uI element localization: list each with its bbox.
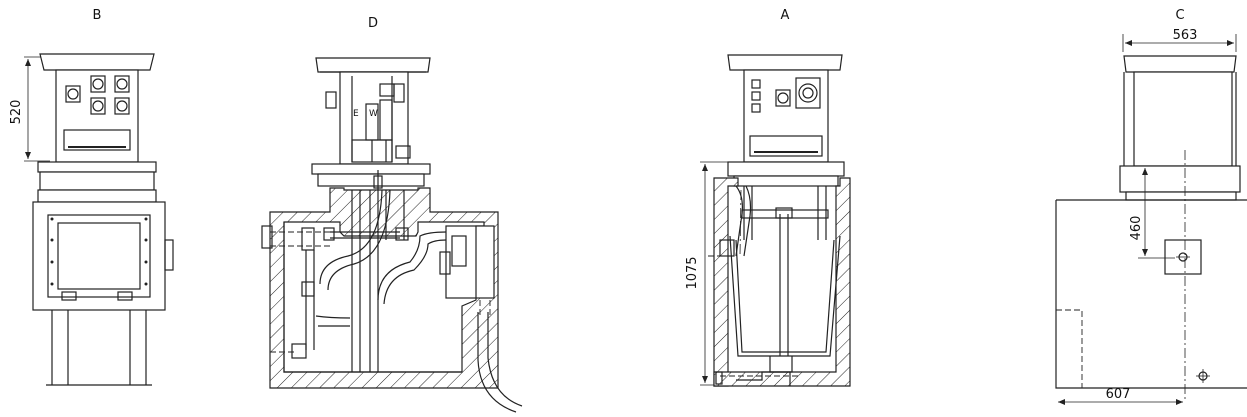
meter-flap <box>63 129 131 151</box>
view-b: B 520 <box>9 8 174 386</box>
socket-cabinet <box>55 69 139 163</box>
lid-bolts <box>50 217 148 286</box>
ground-marker <box>1196 369 1210 383</box>
view-a-label: A <box>781 8 790 23</box>
pedestal-roof <box>39 53 155 71</box>
dimension-563: 563 <box>1122 28 1237 52</box>
dimension-520: 520 <box>9 56 50 162</box>
pedestal-roof <box>727 54 843 71</box>
chamber-lid <box>47 214 151 298</box>
chamber-wall-left <box>713 177 739 387</box>
meter-flap <box>749 135 823 157</box>
view-b-label: B <box>93 8 102 23</box>
dimension-460: 460 <box>1129 168 1175 259</box>
dimension-607-label: 607 <box>1106 387 1131 402</box>
cabinet-base <box>37 161 157 173</box>
chamber-wall-right <box>713 177 851 387</box>
dimension-607: 607 <box>1058 387 1183 405</box>
view-c: C 563 460 <box>1055 8 1247 405</box>
dimension-1075-label: 1075 <box>685 256 700 289</box>
cabinet-side <box>1133 71 1233 167</box>
inner-tank <box>729 186 841 386</box>
dimension-460-label: 460 <box>1129 216 1144 241</box>
dimension-563-label: 563 <box>1173 28 1198 43</box>
chamber-outline <box>1055 199 1247 389</box>
terminal-w-label: W <box>369 109 378 119</box>
socket-group <box>751 77 821 113</box>
junction-box <box>445 225 495 299</box>
view-c-label: C <box>1175 8 1184 23</box>
cabinet-base <box>727 161 845 177</box>
cable-entry <box>1164 239 1202 275</box>
terminal-e-label: E <box>353 109 359 119</box>
dimension-1075: 1075 <box>685 161 730 386</box>
base-plate <box>311 163 431 175</box>
view-a: A 1075 <box>685 8 851 387</box>
socket-group <box>65 75 130 115</box>
view-d-label: D <box>368 16 378 31</box>
pedestal-roof <box>1123 55 1237 73</box>
pedestal-roof <box>315 57 431 73</box>
view-d: D E W <box>261 16 523 413</box>
cabinet-base <box>1119 165 1241 193</box>
socket-cabinet <box>743 69 829 163</box>
dimension-520-label: 520 <box>9 100 24 125</box>
